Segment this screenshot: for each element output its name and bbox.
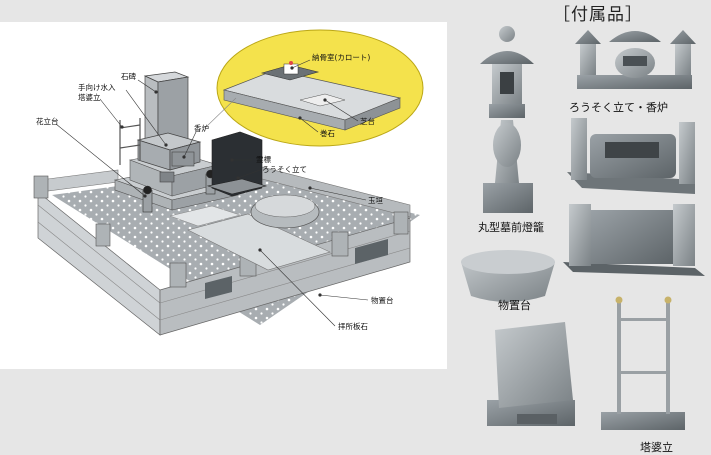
lantern-illustration [480, 26, 534, 213]
label-noukotsu: 納骨室(カロート) [312, 52, 370, 62]
leader-lines [55, 59, 369, 327]
label-tamagaki: 玉垣 [368, 195, 383, 205]
label-monookidai: 物置台 [371, 295, 394, 305]
caption-stupa-stand: 塔婆立 [640, 441, 673, 454]
label-makiishi: 巻石 [320, 128, 335, 138]
accessories-title: ［付属品］ [553, 5, 643, 25]
candle-incense-box-illustration [567, 118, 695, 194]
memorial-tablet [206, 131, 268, 197]
label-rousoku: ろうそく立て [262, 164, 307, 174]
caption-lantern: 丸型墓前燈籠 [478, 221, 544, 234]
label-kadai: 花立台 [36, 116, 59, 126]
accessories-illustrations [461, 26, 705, 430]
stele-slab-illustration [487, 322, 575, 426]
label-koro: 香炉 [194, 123, 209, 133]
candle-incense-set-illustration [575, 30, 696, 89]
label-tobadate: 塔婆立 [78, 92, 101, 102]
stupa-stand-illustration [601, 296, 685, 430]
callout-ossuary [216, 29, 424, 147]
label-temizu: 手向け水入 [78, 82, 116, 92]
paving-stone [187, 213, 331, 271]
caption-shelf: 物置台 [498, 299, 531, 312]
label-reihyo: 霊標 [256, 154, 271, 164]
stupa-stand [119, 118, 141, 165]
monument-stele [136, 71, 202, 171]
caption-candle-incense: ろうそく立て・香炉 [569, 101, 668, 114]
offering-stand-illustration [563, 204, 705, 276]
label-sekihi: 石碑 [121, 71, 136, 81]
incense-burner [171, 151, 195, 167]
grave-diagram: 石碑 手向け水入 塔婆立 花立台 香炉 納骨室(カロート) 芝台 巻石 霊標 ろ… [33, 29, 424, 336]
label-shibadai: 芝台 [360, 116, 375, 126]
grave-diagram-panel: 石碑 手向け水入 塔婆立 花立台 香炉 納骨室(カロート) 芝台 巻石 霊標 ろ… [0, 22, 447, 369]
monookidai-illustration [461, 250, 555, 302]
label-haishoita: 拝所板石 [338, 321, 368, 331]
